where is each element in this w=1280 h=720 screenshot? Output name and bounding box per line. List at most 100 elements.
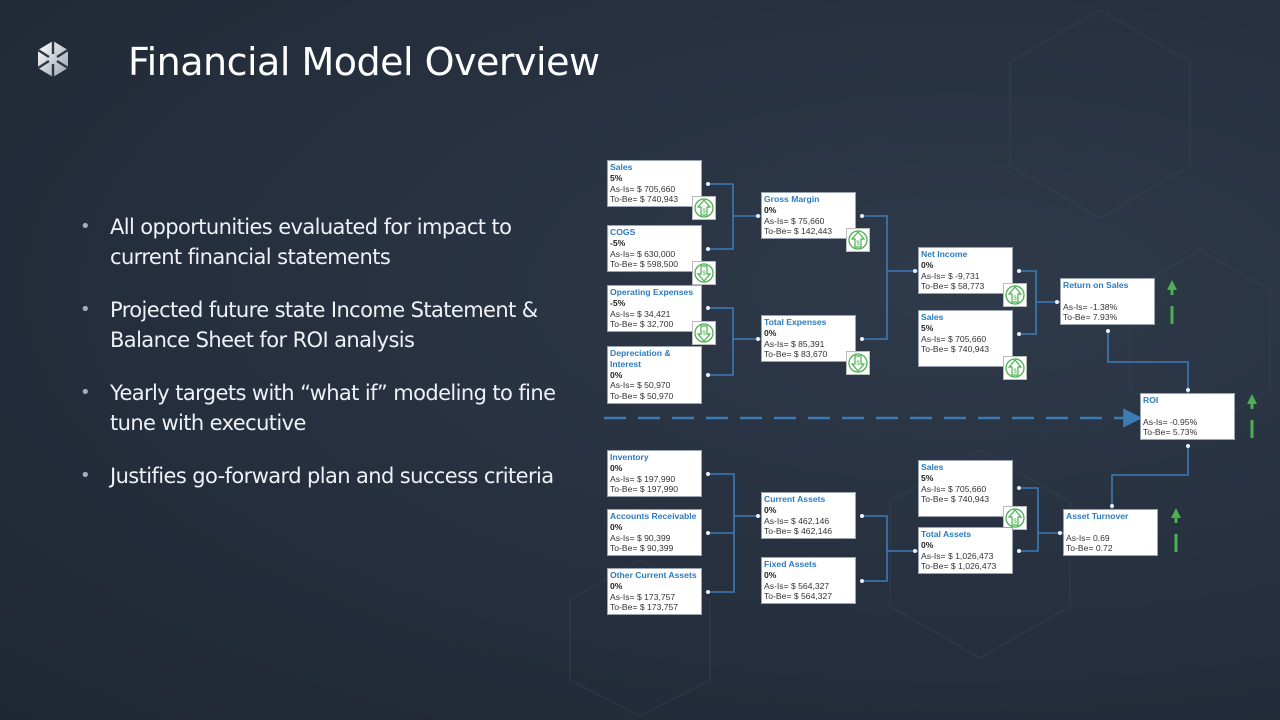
trend-up-arrow-icon: [1171, 508, 1181, 559]
node-title: COGS: [610, 227, 636, 237]
svg-text:$: $: [1013, 519, 1017, 525]
node-as-is: As-Is= $ 90,399: [610, 532, 671, 543]
node-title: Sales: [921, 312, 944, 322]
node-title: Gross Margin: [764, 194, 820, 204]
node-to-be: To-Be= $ 740,943: [921, 494, 990, 505]
node-to-be: To-Be= $ 462,146: [764, 526, 833, 537]
node-as-is: As-Is= 0.69: [1066, 532, 1110, 543]
node-to-be: To-Be= $ 90,399: [610, 543, 674, 554]
node-title: Net Income: [921, 249, 968, 259]
node-as-is: As-Is= -0.95%: [1143, 416, 1198, 427]
node-percent: 0%: [764, 569, 777, 580]
dollar-down-icon: $: [692, 321, 716, 345]
node-percent: 0%: [764, 504, 777, 515]
node-percent: 5%: [921, 322, 934, 333]
node-as-is: As-Is= $ 85,391: [764, 338, 825, 349]
node-title: Inventory: [610, 452, 649, 462]
node-percent: -5%: [610, 237, 626, 248]
node-percent: 0%: [610, 580, 623, 591]
trend-up-arrow-icon: [1167, 280, 1177, 331]
node-to-be: To-Be= $ 740,943: [610, 194, 679, 205]
node-to-be: To-Be= 0.72: [1066, 543, 1113, 554]
bullet-list: All opportunities evaluated for impact t…: [80, 212, 570, 514]
svg-text:$: $: [1013, 369, 1017, 375]
node-percent: 0%: [610, 462, 623, 473]
node-title: Asset Turnover: [1066, 511, 1129, 521]
svg-text:$: $: [856, 241, 860, 247]
node-title: Total Assets: [921, 529, 972, 539]
spacer: [1063, 291, 1152, 302]
node-to-be: To-Be= $ 58,773: [921, 281, 985, 292]
bullet-item: All opportunities evaluated for impact t…: [80, 212, 570, 272]
node-percent: 5%: [610, 172, 623, 183]
node-as-is: As-Is= $ 34,421: [610, 308, 671, 319]
svg-text:$: $: [702, 209, 706, 215]
node-as-is: As-Is= $ -9,731: [921, 270, 980, 281]
node-to-be: To-Be= $ 83,670: [764, 349, 828, 360]
node-to-be: To-Be= $ 598,500: [610, 259, 679, 270]
dollar-up-icon: $: [1003, 356, 1027, 380]
node-title: Operating Expenses: [610, 287, 694, 297]
node-percent: 0%: [610, 369, 623, 380]
dollar-down-icon: $: [692, 261, 716, 285]
node-title: ROI: [1143, 395, 1159, 405]
page-title: Financial Model Overview: [128, 40, 600, 84]
dollar-up-icon: $: [846, 228, 870, 252]
node-to-be: To-Be= $ 50,970: [610, 391, 674, 402]
node-as-is: As-Is= $ 705,660: [921, 483, 987, 494]
node-as-is: As-Is= $ 50,970: [610, 380, 671, 391]
bullet-item: Yearly targets with “what if” modeling t…: [80, 378, 570, 438]
node-percent: 0%: [610, 521, 623, 532]
node-title: Accounts Receivable: [610, 511, 697, 521]
bullet-item: Projected future state Income Statement …: [80, 295, 570, 355]
company-logo: [37, 41, 69, 77]
node-to-be: To-Be= $ 740,943: [921, 344, 990, 355]
node-title: Other Current Assets: [610, 570, 697, 580]
node-title: Sales: [610, 162, 633, 172]
node-percent: 0%: [764, 204, 777, 215]
svg-text:$: $: [1013, 296, 1017, 302]
node-percent: 0%: [764, 327, 777, 338]
node-title: Return on Sales: [1063, 280, 1129, 290]
node-percent: -5%: [610, 297, 626, 308]
node-as-is: As-Is= $ 173,757: [610, 591, 676, 602]
svg-text:$: $: [702, 331, 706, 337]
node-as-is: As-Is= $ 564,327: [764, 580, 830, 591]
dollar-up-icon: $: [1003, 506, 1027, 530]
node-to-be: To-Be= $ 564,327: [764, 591, 833, 602]
svg-text:$: $: [856, 361, 860, 367]
node-to-be: To-Be= $ 32,700: [610, 319, 674, 330]
node-title: Sales: [921, 462, 944, 472]
node-percent: 0%: [921, 259, 934, 270]
spacer: [1143, 406, 1232, 417]
node-title: Current Assets: [764, 494, 826, 504]
node-as-is: As-Is= $ 462,146: [764, 515, 830, 526]
node-percent: 5%: [921, 472, 934, 483]
node-as-is: As-Is= $ 630,000: [610, 248, 676, 259]
node-as-is: As-Is= $ 705,660: [610, 183, 676, 194]
node-as-is: As-Is= $ 705,660: [921, 333, 987, 344]
dollar-down-icon: $: [846, 351, 870, 375]
node-to-be: To-Be= $ 197,990: [610, 484, 679, 495]
node-title: Depreciation & Interest: [610, 348, 671, 369]
node-as-is: As-Is= $ 197,990: [610, 473, 676, 484]
